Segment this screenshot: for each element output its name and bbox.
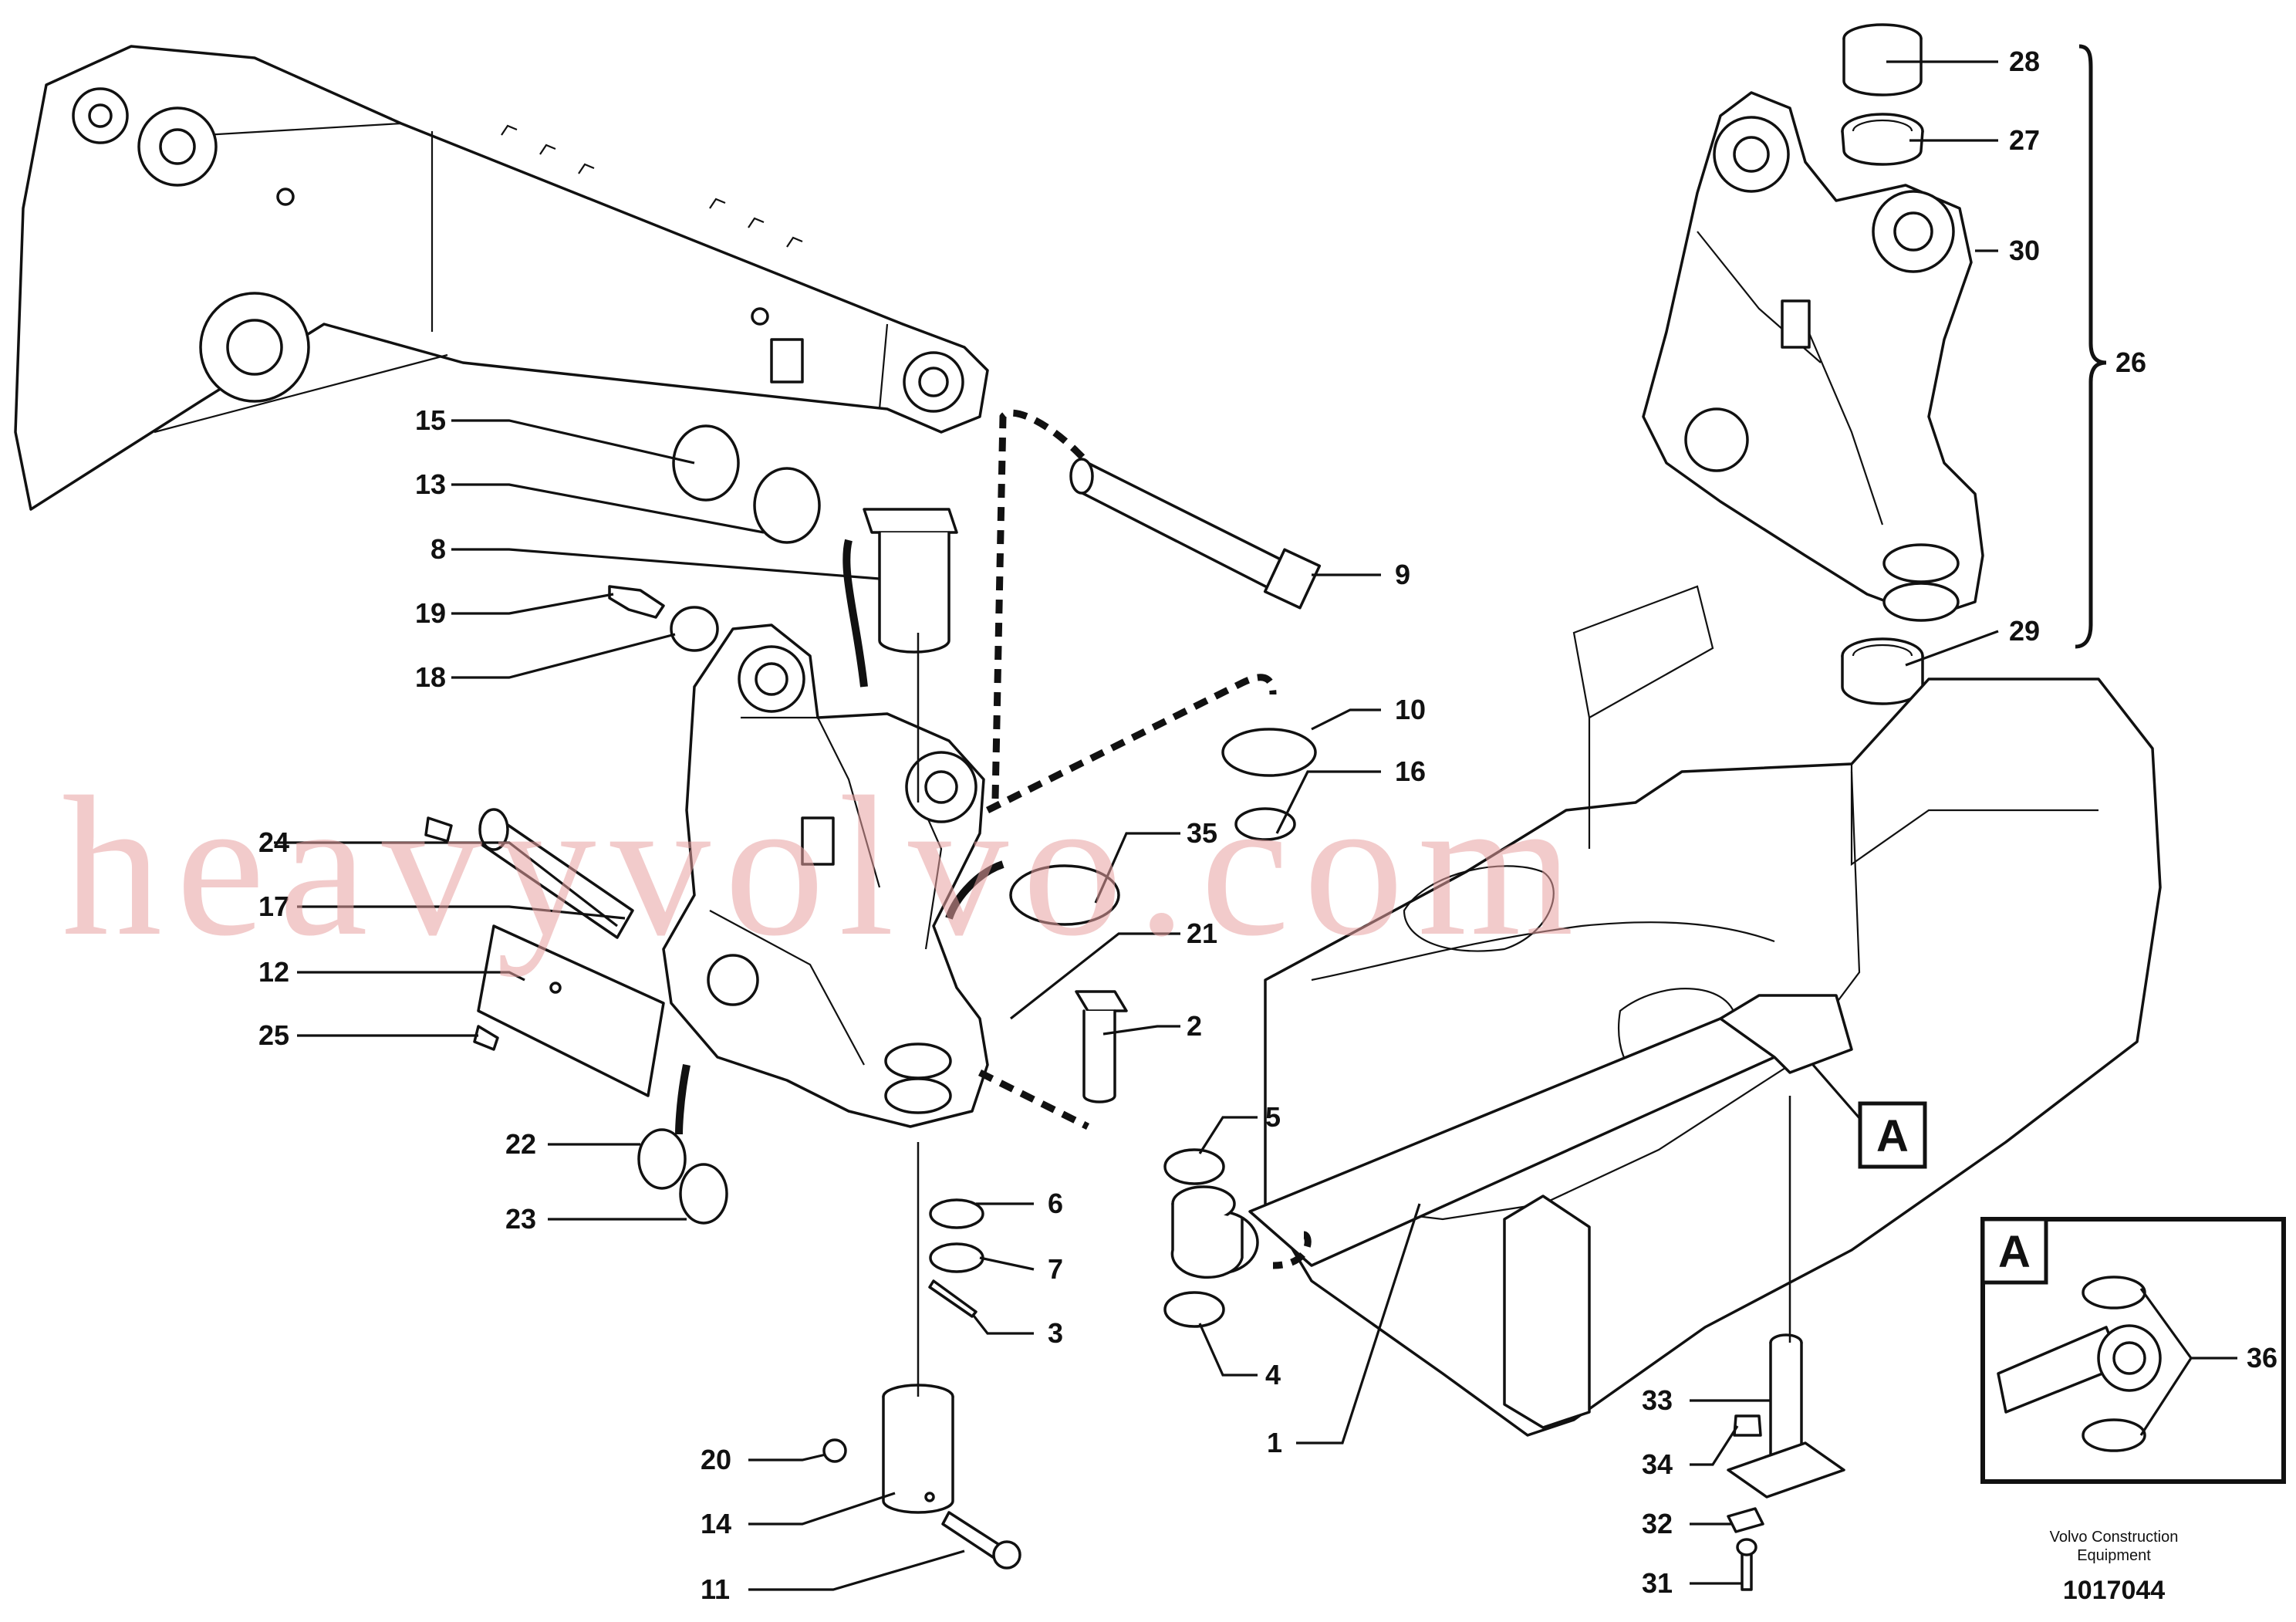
callout-20: 20 xyxy=(701,1444,731,1475)
nut-20 xyxy=(822,1438,847,1463)
washer-35 xyxy=(1009,864,1120,926)
bushing-27 xyxy=(1841,113,1924,166)
washer-6 xyxy=(929,1198,984,1229)
bolt-25 xyxy=(473,1025,499,1051)
callout-2: 2 xyxy=(1187,1010,1202,1042)
washer-7 xyxy=(929,1242,984,1273)
nut-34 xyxy=(1733,1414,1762,1437)
cotter-pin-3 xyxy=(928,1279,977,1318)
detail-marker-frame-box xyxy=(1858,1101,1927,1169)
callout-17: 17 xyxy=(258,890,289,922)
detail-marker-label: A xyxy=(1876,1111,1909,1161)
callout-34: 34 xyxy=(1642,1448,1673,1480)
callout-27: 27 xyxy=(2009,124,2040,156)
bolt-31 xyxy=(1736,1538,1757,1591)
pin-33 xyxy=(1727,1333,1845,1499)
callout-6: 6 xyxy=(1048,1188,1063,1219)
washer-18 xyxy=(670,606,719,652)
manufacturer-line-1: Volvo Construction xyxy=(2050,1529,2179,1546)
callout-23: 23 xyxy=(505,1203,536,1235)
washer-5 xyxy=(1163,1148,1225,1185)
washer-32 xyxy=(1727,1507,1764,1533)
callout-21: 21 xyxy=(1187,917,1217,949)
callout-13: 13 xyxy=(415,468,446,500)
callout-19: 19 xyxy=(415,597,446,629)
detail-box-label: A xyxy=(1998,1227,2031,1277)
watermark: heavyvolvo.com xyxy=(62,755,1588,978)
pin-2 xyxy=(1075,990,1128,1103)
callout-10: 10 xyxy=(1395,694,1426,725)
bolt-24 xyxy=(424,816,453,843)
ring-16 xyxy=(1234,807,1296,841)
callout-32: 32 xyxy=(1642,1508,1673,1539)
bolt-11 xyxy=(941,1511,1021,1570)
washer-22 xyxy=(637,1128,687,1190)
bushing-29 xyxy=(1841,637,1924,705)
detail-view-a xyxy=(1980,1217,2286,1484)
callout-33: 33 xyxy=(1642,1384,1673,1416)
callout-25: 25 xyxy=(258,1019,289,1051)
pin-8 xyxy=(863,508,958,654)
pin-9 xyxy=(1069,458,1322,610)
leader-lines xyxy=(274,60,2237,1591)
swing-bracket-detail xyxy=(1642,91,1984,622)
callout-14: 14 xyxy=(701,1508,731,1539)
callout-16: 16 xyxy=(1395,755,1426,787)
callout-15: 15 xyxy=(415,404,446,436)
callout-31: 31 xyxy=(1642,1567,1673,1599)
callout-5: 5 xyxy=(1265,1101,1281,1133)
callout-4: 4 xyxy=(1265,1359,1281,1391)
washer-23 xyxy=(679,1163,728,1225)
callout-35: 35 xyxy=(1187,817,1217,849)
group-brace-26 xyxy=(2075,44,2107,649)
callout-9: 9 xyxy=(1395,559,1410,590)
callout-36: 36 xyxy=(2247,1342,2277,1374)
callout-29: 29 xyxy=(2009,615,2040,647)
washer-4 xyxy=(1163,1291,1225,1328)
callout-28: 28 xyxy=(2009,46,2040,77)
bolt-19 xyxy=(608,585,665,619)
callout-18: 18 xyxy=(415,661,446,693)
washer-13 xyxy=(753,467,821,544)
callout-22: 22 xyxy=(505,1128,536,1160)
washer-10 xyxy=(1221,728,1317,777)
swing-bracket xyxy=(662,623,989,1128)
callout-26: 26 xyxy=(2115,346,2146,378)
drawing-number: 1017044 xyxy=(2063,1576,2165,1605)
boom-arm xyxy=(14,45,989,511)
callout-12: 12 xyxy=(258,956,289,988)
washer-15 xyxy=(672,424,740,502)
bushing-28 xyxy=(1842,23,1923,96)
callout-30: 30 xyxy=(2009,235,2040,266)
callout-24: 24 xyxy=(258,826,289,858)
callout-8: 8 xyxy=(430,533,446,565)
callout-3: 3 xyxy=(1048,1317,1063,1349)
plate-12 xyxy=(477,924,665,1097)
callout-1: 1 xyxy=(1267,1427,1282,1458)
callout-7: 7 xyxy=(1048,1253,1063,1285)
manufacturer-line-2: Equipment xyxy=(2077,1547,2151,1564)
callout-11: 11 xyxy=(701,1573,730,1605)
swing-cylinder xyxy=(1170,994,1853,1279)
